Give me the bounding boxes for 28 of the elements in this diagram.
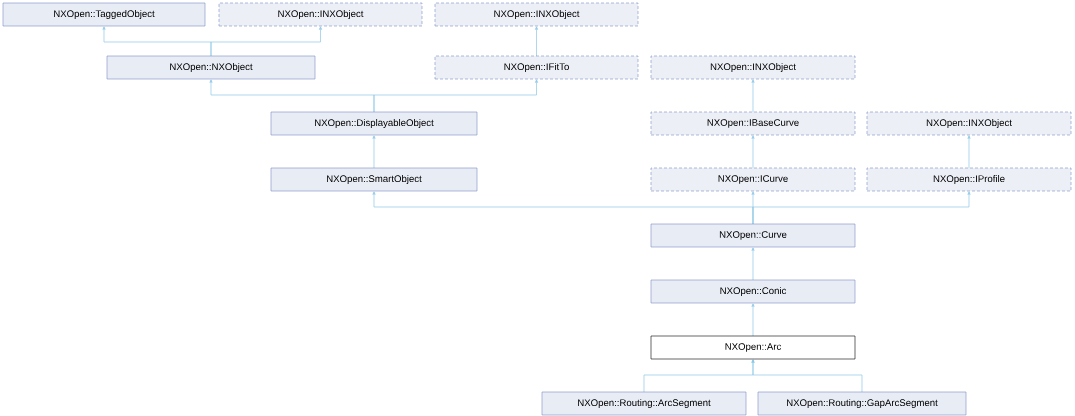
arrow [535, 26, 539, 57]
class-box: NXOpen::SmartObject [270, 167, 478, 192]
interface-box: NXOpen::IFitTo [434, 55, 639, 80]
arrow [751, 359, 863, 393]
interface-box: NXOpen::INXObject [218, 2, 423, 27]
class-box: NXOpen::TaggedObject [2, 2, 206, 27]
arrow [752, 191, 971, 225]
interface-box: NXOpen::INXObject [866, 111, 1072, 136]
class-box: NXOpen::Conic [650, 279, 856, 304]
interface-box: NXOpen::IBaseCurve [650, 111, 856, 136]
arrow [210, 26, 323, 57]
interface-box: NXOpen::ICurve [650, 167, 856, 192]
class-box: NXOpen::Curve [650, 223, 856, 248]
arrow [751, 79, 755, 113]
class-box: NXOpen::DisplayableObject [270, 111, 478, 136]
arrow [372, 135, 376, 169]
class-box: NXOpen::Routing::ArcSegment [541, 391, 747, 416]
arrow [373, 79, 539, 113]
interface-box: NXOpen::INXObject [434, 2, 639, 27]
interface-box: NXOpen::INXObject [650, 55, 856, 80]
arrow [751, 247, 755, 281]
class-box: NXOpen::NXObject [106, 55, 316, 80]
arrow [751, 303, 755, 337]
arrow [967, 135, 971, 169]
interface-box: NXOpen::IProfile [866, 167, 1072, 192]
class-box: NXOpen::Routing::GapArcSegment [757, 391, 967, 416]
arrow [751, 135, 755, 169]
class-box: NXOpen::Arc [650, 335, 856, 360]
